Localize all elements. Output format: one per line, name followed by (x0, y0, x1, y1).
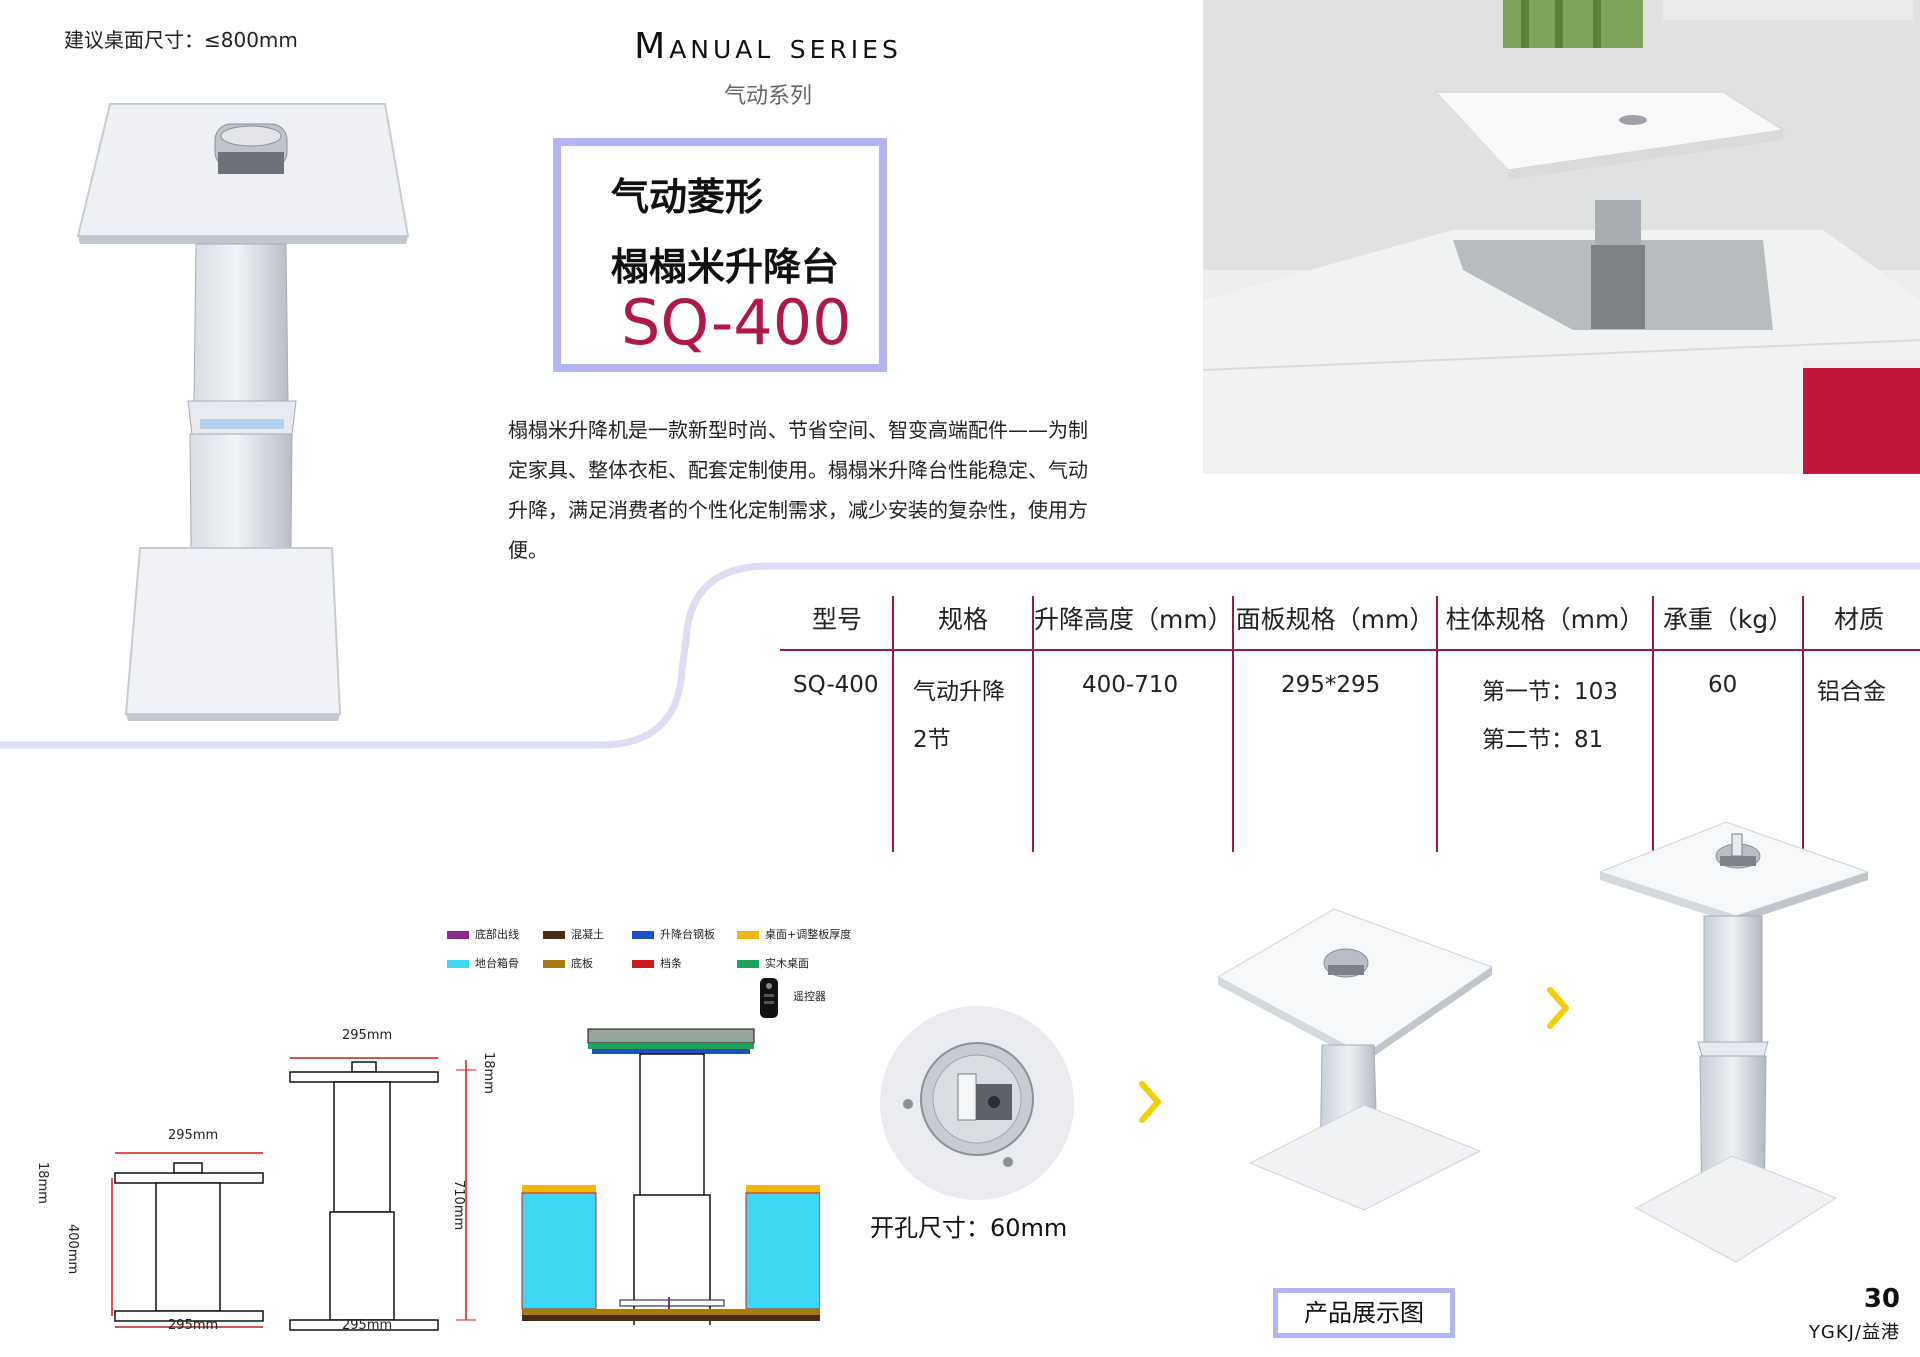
table-header-column: 柱体规格（mm） (1445, 605, 1645, 634)
table-divider (892, 596, 894, 852)
table-header-spec: 规格 (937, 605, 988, 634)
cell-column-line2: 第二节：81 (1482, 727, 1604, 753)
cell-spec-line2: 2节 (913, 727, 951, 753)
drawing-raised-state (289, 1057, 476, 1331)
dim-height-high: 710mm (451, 1180, 466, 1231)
legend-swatch (632, 960, 654, 968)
cell-model: SQ-400 (793, 672, 879, 698)
product-model-number: SQ-400 (621, 286, 852, 359)
dim-width-bottom-low: 295mm (168, 1318, 219, 1333)
cell-column-line1: 第一节：103 (1482, 679, 1618, 705)
table-header-height: 升降高度（mm） (1034, 605, 1233, 634)
product-description: 榻榻米升降机是一款新型时尚、节省空间、智变高端配件——为制 定家具、整体衣柜、配… (508, 410, 1173, 570)
legend-swatch (543, 960, 565, 968)
table-header-panel: 面板规格（mm） (1235, 605, 1435, 634)
cell-height: 400-710 (1082, 672, 1179, 698)
dim-thickness-low: 18mm (35, 1162, 50, 1204)
table-header-load: 承重（kg） (1662, 605, 1794, 634)
product-main-image (76, 103, 410, 721)
page-number: 30 (1863, 1284, 1900, 1314)
legend-swatch (632, 931, 654, 939)
product-display-lowered (1216, 908, 1494, 1211)
table-divider (1232, 596, 1234, 852)
installation-cross-section (521, 1028, 820, 1325)
table-header-model: 型号 (811, 605, 862, 634)
dim-width-bottom-high: 295mm (342, 1318, 393, 1333)
product-display-raised (1598, 821, 1870, 1263)
room-installation-photo (1203, 0, 1920, 474)
table-header-material: 材质 (1833, 605, 1884, 634)
product-title-line1: 气动菱形 (611, 175, 764, 219)
product-title-box: 气动菱形 榻榻米升降台 SQ-400 (553, 138, 887, 372)
legend-item: 底部出线 (447, 926, 519, 942)
chevron-right-icon (1139, 1081, 1161, 1123)
dim-height-low: 400mm (65, 1224, 80, 1275)
table-divider (1032, 596, 1034, 852)
drawing-lowered-state (111, 1152, 264, 1328)
brand-label: YGKJ/益港 (1808, 1322, 1900, 1343)
legend-item: 地台箱骨 (447, 955, 519, 971)
dim-thickness-high: 18mm (481, 1052, 496, 1094)
description-line: 升降，满足消费者的个性化定制需求，减少安装的复杂性，使用方 (508, 498, 1088, 522)
cell-load: 60 (1708, 672, 1738, 698)
suggested-desk-size: 建议桌面尺寸：≤800mm (64, 28, 298, 52)
legend-item: 混凝土 (543, 926, 604, 942)
legend-item: 底板 (543, 955, 593, 971)
cell-panel: 295*295 (1281, 672, 1381, 698)
description-line: 榻榻米升降机是一款新型时尚、节省空间、智变高端配件——为制 (508, 418, 1088, 442)
legend-swatch (447, 960, 469, 968)
hole-detail-image (880, 1006, 1074, 1200)
remote-control-label: 遥控器 (793, 990, 826, 1003)
dim-width-top-high: 295mm (342, 1028, 393, 1043)
legend-item: 实木桌面 (737, 955, 809, 971)
description-line: 定家具、整体衣柜、配套定制使用。榻榻米升降台性能稳定、气动 (508, 458, 1088, 482)
remote-control-icon (760, 978, 778, 1018)
legend-swatch (737, 960, 759, 968)
legend-item: 档条 (632, 955, 682, 971)
legend-swatch (543, 931, 565, 939)
legend-swatch (737, 931, 759, 939)
dim-width-top-low: 295mm (168, 1128, 219, 1143)
legend-item: 桌面+调整板厚度 (737, 926, 851, 942)
table-divider (1436, 596, 1438, 852)
cell-material: 铝合金 (1817, 679, 1886, 705)
description-line: 便。 (508, 538, 548, 562)
hole-size-label: 开孔尺寸：60mm (870, 1214, 1068, 1242)
table-divider (1652, 596, 1654, 852)
table-divider (1802, 596, 1804, 852)
product-display-label: 产品展示图 (1273, 1288, 1455, 1338)
legend-item: 升降台钢板 (632, 926, 715, 942)
series-title-en: Manual series (634, 26, 902, 67)
series-title-cn: 气动系列 (723, 84, 812, 109)
legend-swatch (447, 931, 469, 939)
product-title-line2: 榻榻米升降台 (611, 245, 840, 289)
cell-spec-line1: 气动升降 (913, 679, 1005, 705)
chevron-right-icon (1547, 987, 1569, 1029)
